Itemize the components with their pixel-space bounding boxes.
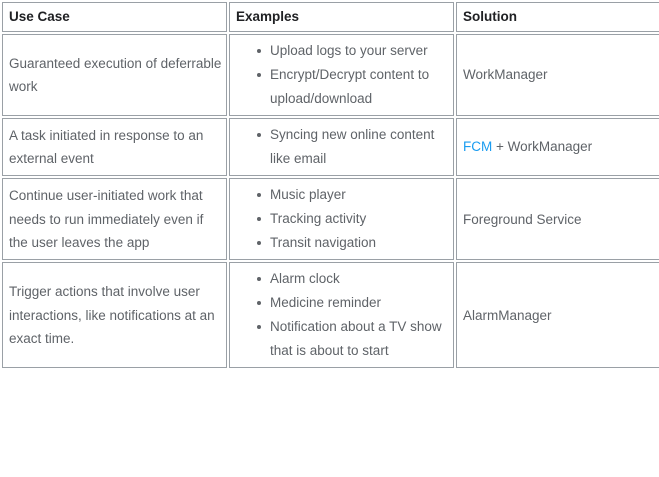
table-row: Guaranteed execution of deferrable work … (2, 34, 659, 117)
cell-solution: FCM + WorkManager (456, 118, 659, 177)
examples-list: Syncing new online content like email (236, 123, 449, 171)
cell-use-case: A task initiated in response to an exter… (2, 118, 227, 177)
cell-examples: Syncing new online content like email (229, 118, 454, 177)
list-item: Alarm clock (257, 267, 449, 291)
cell-use-case: Continue user-initiated work that needs … (2, 178, 227, 261)
cell-examples: Music player Tracking activity Transit n… (229, 178, 454, 261)
table-header: Use Case Examples Solution (2, 2, 659, 33)
solution-text: AlarmManager (463, 307, 552, 323)
list-item: Encrypt/Decrypt content to upload/downlo… (257, 63, 449, 111)
column-header-use-case: Use Case (2, 2, 227, 33)
column-header-solution: Solution (456, 2, 659, 33)
cell-solution: AlarmManager (456, 262, 659, 369)
list-item: Music player (257, 183, 449, 207)
solution-text: WorkManager (463, 67, 548, 83)
cell-examples: Upload logs to your server Encrypt/Decry… (229, 34, 454, 117)
list-item: Transit navigation (257, 231, 449, 255)
table-container: Use Case Examples Solution Guaranteed ex… (2, 2, 659, 369)
list-item: Tracking activity (257, 207, 449, 231)
use-case-solution-table: Use Case Examples Solution Guaranteed ex… (2, 2, 659, 369)
table-row: Trigger actions that involve user intera… (2, 262, 659, 369)
table-row: A task initiated in response to an exter… (2, 118, 659, 177)
cell-solution: WorkManager (456, 34, 659, 117)
examples-list: Upload logs to your server Encrypt/Decry… (236, 39, 449, 111)
table-body: Guaranteed execution of deferrable work … (2, 34, 659, 369)
cell-use-case: Trigger actions that involve user intera… (2, 262, 227, 369)
column-header-examples: Examples (229, 2, 454, 33)
list-item: Notification about a TV show that is abo… (257, 315, 449, 363)
list-item: Upload logs to your server (257, 39, 449, 63)
table-row: Continue user-initiated work that needs … (2, 178, 659, 261)
cell-solution: Foreground Service (456, 178, 659, 261)
list-item: Medicine reminder (257, 291, 449, 315)
fcm-link[interactable]: FCM (463, 139, 493, 155)
solution-text: + WorkManager (492, 139, 593, 155)
cell-examples: Alarm clock Medicine reminder Notificati… (229, 262, 454, 369)
examples-list: Alarm clock Medicine reminder Notificati… (236, 267, 449, 363)
solution-text: Foreground Service (463, 211, 582, 227)
cell-use-case: Guaranteed execution of deferrable work (2, 34, 227, 117)
table-header-row: Use Case Examples Solution (2, 2, 659, 33)
examples-list: Music player Tracking activity Transit n… (236, 183, 449, 255)
list-item: Syncing new online content like email (257, 123, 449, 171)
